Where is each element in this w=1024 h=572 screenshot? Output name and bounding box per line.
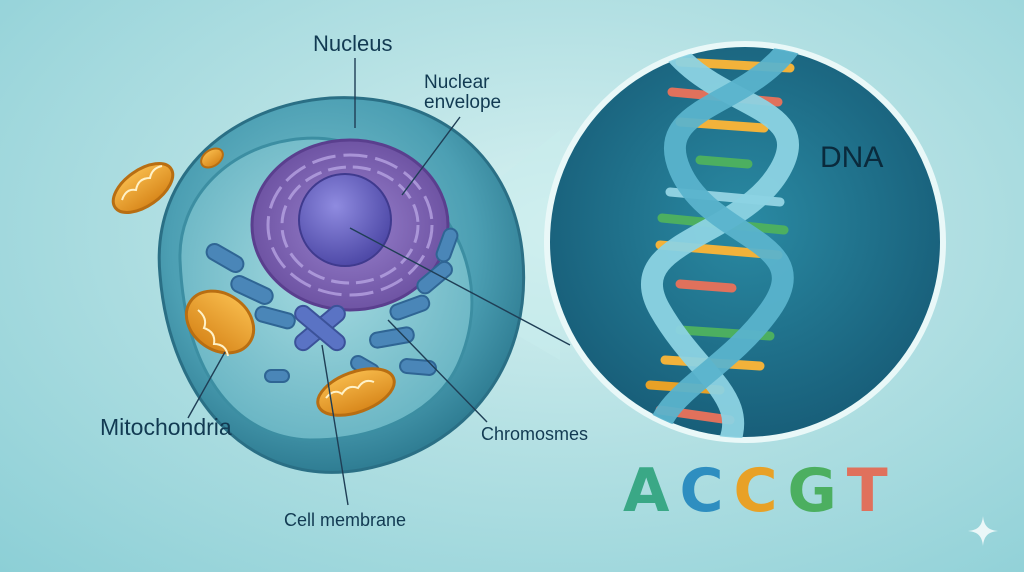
dna-magnifier <box>544 41 946 443</box>
dna-strand-2 <box>645 46 811 438</box>
dna-base-letter: C <box>733 456 788 526</box>
sparkle-icon <box>968 516 998 546</box>
label-mitochondria: Mitochondria <box>100 414 232 440</box>
label-cell-membrane: Cell membrane <box>284 510 407 530</box>
dna-base-letter: T <box>846 456 898 526</box>
label-dna: DNA <box>820 141 884 174</box>
label-chromosomes: Chromosmes <box>481 424 589 444</box>
nucleolus <box>298 173 392 267</box>
leader-lines <box>187 58 571 506</box>
mitochondrion-outer-2 <box>200 147 224 169</box>
mitochondrion-inner-1 <box>184 289 256 357</box>
cell <box>157 96 526 474</box>
organelles <box>205 227 459 383</box>
mitochondrion-outer-1 <box>111 162 175 214</box>
label-nuclear-envelope: Nuclear envelope <box>424 72 502 113</box>
dna-strand-1 <box>641 46 799 438</box>
dna-base-letter: A <box>623 456 680 526</box>
mitochondrion-inner-2 <box>316 367 396 417</box>
dna-base-letter: G <box>787 456 847 526</box>
dna-base-letter: C <box>679 456 734 526</box>
dna-bases-sequence: ACCGT <box>623 456 898 526</box>
label-nucleus: Nucleus <box>313 31 393 56</box>
nuclear-envelope-folds <box>266 153 434 297</box>
chromosome <box>294 304 346 352</box>
